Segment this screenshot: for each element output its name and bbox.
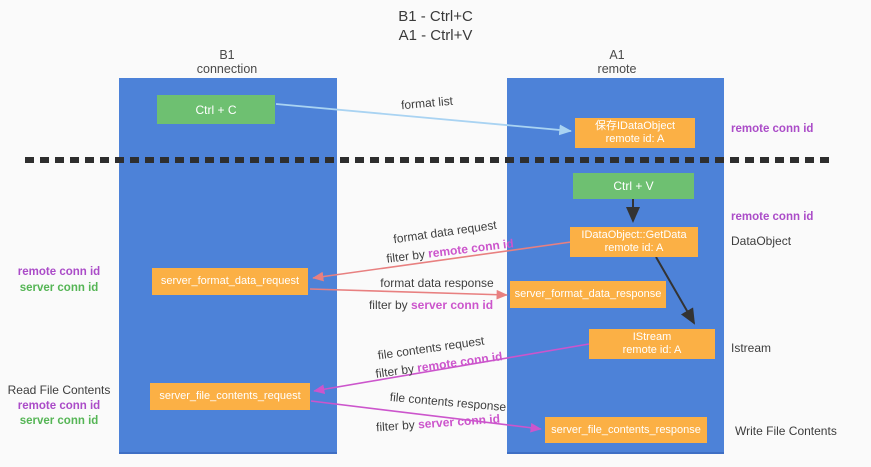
right-label-remote-conn-id-mid: remote conn id [731,211,814,223]
edge-label-format-list: format list [400,93,454,113]
edge-label-filter-by-server-2: filter by server conn id [376,412,501,435]
left-label-server-conn-id-2: server conn id [19,415,99,427]
lane-b1-subtitle: connection [196,62,258,76]
server-file-contents-request-box: server_file_contents_request [150,383,310,410]
istream-box: IStream remote id: A [589,329,715,359]
save-idataobject-line2: remote id: A [605,133,665,145]
right-label-dataobject: DataObject [731,234,792,248]
left-label-server-conn-id-1: server conn id [19,281,99,294]
left-label-block-format: remote conn id server conn id [0,265,118,296]
right-label-remote-conn-id-top: remote conn id [731,123,814,135]
ctrl-v-box: Ctrl + V [573,173,694,199]
istream-line1: IStream [632,331,672,343]
server-format-data-request-label: server_format_data_request [160,275,300,287]
ctrl-c-label: Ctrl + C [195,102,237,117]
session-separator-dashed-line [25,157,833,163]
edge-label-filter-by-server-1: filter by server conn id [369,298,493,312]
filter-by-server-conn-id-1: server conn id [410,298,494,312]
left-label-remote-conn-id-2: remote conn id [17,399,101,412]
filter-by-prefix-4: filter by [375,417,419,435]
filter-by-prefix-3: filter by [374,361,419,381]
ctrl-c-box: Ctrl + C [157,95,275,124]
edge-label-file-contents-response: file contents response [389,389,507,415]
diagram-title: B1 - Ctrl+C A1 - Ctrl+V [0,7,871,45]
lane-header-b1: B1 connection [167,48,287,76]
left-label-read-file-contents: Read File Contents [7,383,111,397]
filter-by-prefix-1: filter by [385,246,430,266]
title-line-1: B1 - Ctrl+C [398,8,473,25]
filter-by-server-conn-id-2: server conn id [417,411,501,432]
server-format-data-request-box: server_format_data_request [152,268,308,295]
left-label-block-file: Read File Contents remote conn id server… [0,383,118,430]
save-idataobject-box: 保存IDataObject remote id: A [575,118,695,148]
lane-a1-title: A1 [609,48,625,62]
lane-header-a1: A1 remote [557,48,677,76]
server-format-data-response-label: server_format_data_response [514,288,662,300]
ctrl-v-label: Ctrl + V [613,179,654,193]
server-file-contents-response-box: server_file_contents_response [545,417,707,443]
save-idataobject-line1: 保存IDataObject [594,120,676,132]
getdata-line1: IDataObject::GetData [581,229,687,241]
idataobject-getdata-box: IDataObject::GetData remote id: A [570,227,698,257]
server-file-contents-response-label: server_file_contents_response [551,423,701,436]
title-line-2: A1 - Ctrl+V [398,27,473,44]
lane-a1-subtitle: remote [597,62,637,76]
server-file-contents-request-label: server_file_contents_request [159,390,301,402]
istream-line2: remote id: A [622,344,682,356]
server-format-data-response-box: server_format_data_response [510,281,666,308]
right-label-istream: Istream [731,341,772,355]
edge-label-format-data-response: format data response [380,276,494,290]
left-label-remote-conn-id-1: remote conn id [17,266,101,278]
filter-by-prefix-2: filter by [368,298,411,312]
getdata-line2: remote id: A [604,242,664,254]
right-label-write-file-contents: Write File Contents [735,424,837,438]
filter-by-remote-conn-id-1: remote conn id [427,236,515,261]
lane-b1-title: B1 [219,48,235,62]
